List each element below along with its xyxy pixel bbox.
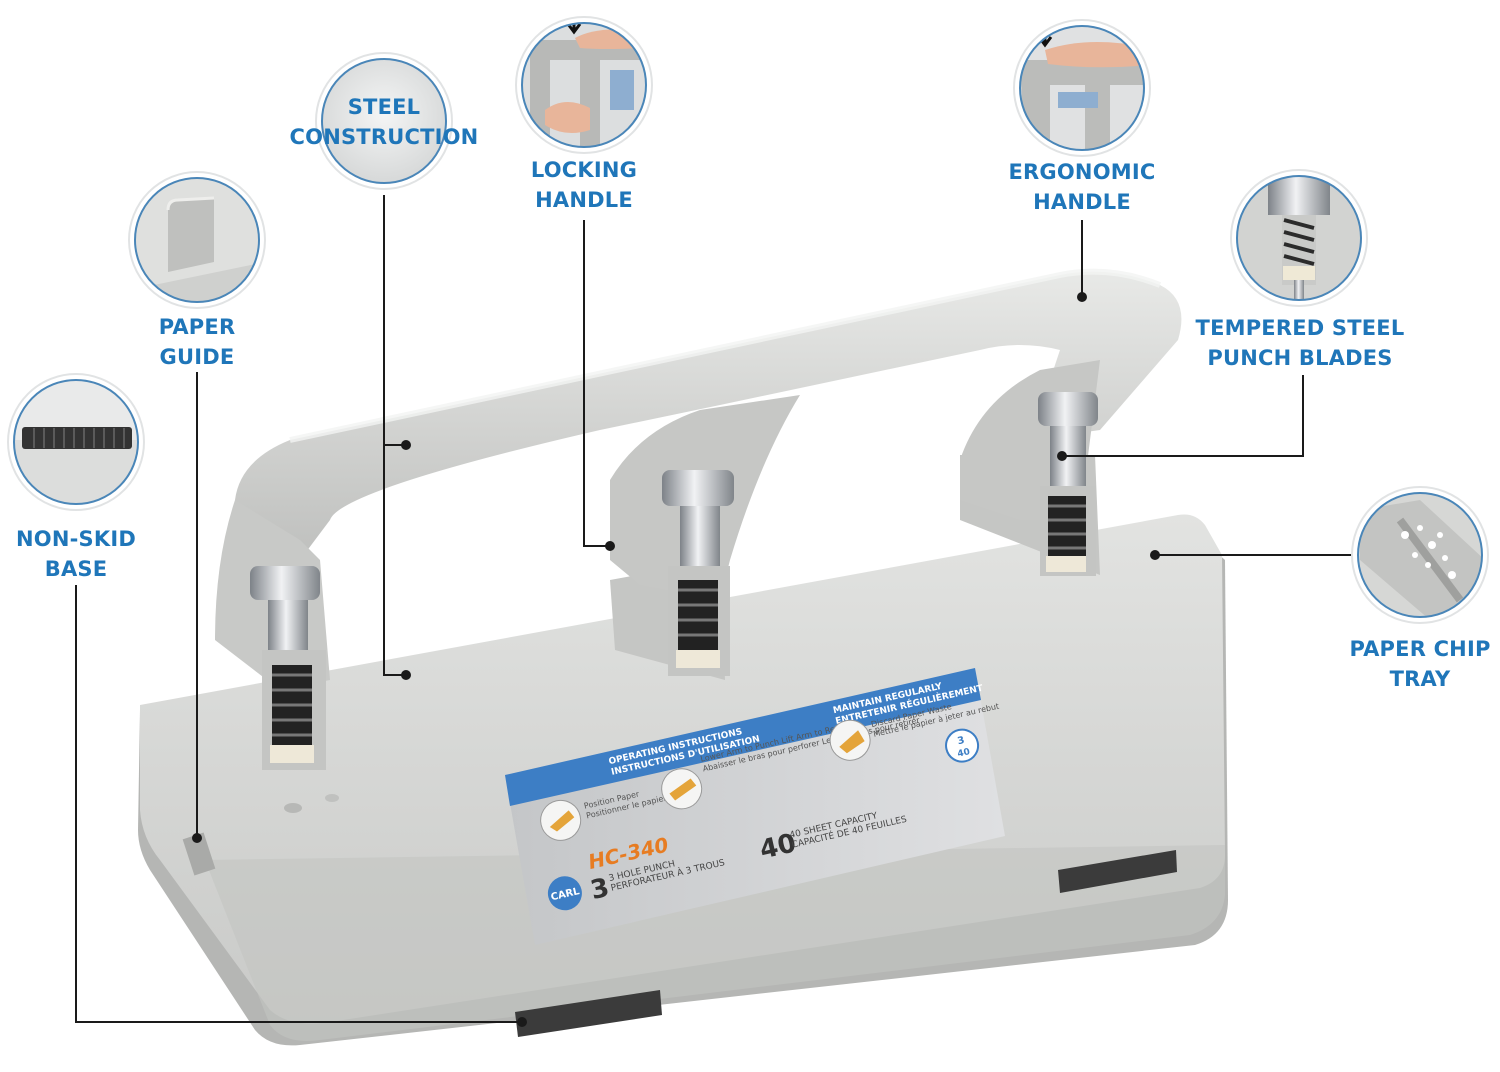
callout-line-2: TRAY [1389, 667, 1451, 691]
callout-line-2: BASE [44, 557, 108, 581]
non-skid-foot-left [515, 990, 662, 1037]
rubber-foot-icon [7, 373, 145, 511]
paper-guide-icon [128, 171, 266, 309]
callout-line-1: PAPER [158, 315, 236, 339]
callout-tempered-steel-punch-blades: TEMPERED STEEL PUNCH BLADES [1190, 313, 1410, 373]
callout-steel-construction: STEEL CONSTRUCTION [284, 92, 484, 152]
callout-lines [75, 195, 1355, 1023]
capacity-badge [945, 728, 980, 763]
hole-punch-image: OPERATING INSTRUCTIONS INSTRUCTIONS D'UT… [138, 268, 1228, 1046]
callout-line-1: NON-SKID [16, 527, 136, 551]
callout-paper-chip-tray: PAPER CHIP TRAY [1340, 634, 1500, 694]
hand-press-icon [1013, 19, 1151, 157]
callout-non-skid-base: NON-SKID BASE [6, 524, 146, 584]
callout-locking-handle: LOCKING HANDLE [494, 155, 674, 215]
callout-line-1: STEEL [347, 95, 421, 119]
badge-top: 3 [956, 735, 965, 747]
callout-line-2: HANDLE [1033, 190, 1131, 214]
punch-assembly-right [1038, 392, 1098, 576]
callout-line-2: CONSTRUCTION [289, 125, 479, 149]
carl-logo [547, 876, 582, 911]
punch-assembly-middle [662, 470, 734, 676]
non-skid-foot-right [1058, 850, 1177, 893]
hand-lock-icon [515, 16, 653, 154]
callout-line-1: LOCKING [530, 158, 638, 182]
callout-line-2: GUIDE [159, 345, 235, 369]
callout-line-1: PAPER CHIP [1349, 637, 1491, 661]
steel-surface-icon [315, 52, 453, 190]
punch-blade-icon [1230, 169, 1368, 307]
callout-paper-guide: PAPER GUIDE [122, 312, 272, 372]
callout-line-1: ERGONOMIC [1008, 160, 1156, 184]
callout-line-2: HANDLE [535, 188, 633, 212]
callout-line-2: PUNCH BLADES [1207, 346, 1393, 370]
callout-line-1: TEMPERED STEEL [1195, 316, 1405, 340]
chip-tray-icon [1351, 486, 1489, 624]
callout-dots [192, 292, 1160, 1027]
punch-handle [235, 271, 1182, 600]
badge-bottom: 40 [957, 747, 971, 760]
callout-ergonomic-handle: ERGONOMIC HANDLE [992, 157, 1172, 217]
punch-assembly-left [250, 566, 326, 770]
